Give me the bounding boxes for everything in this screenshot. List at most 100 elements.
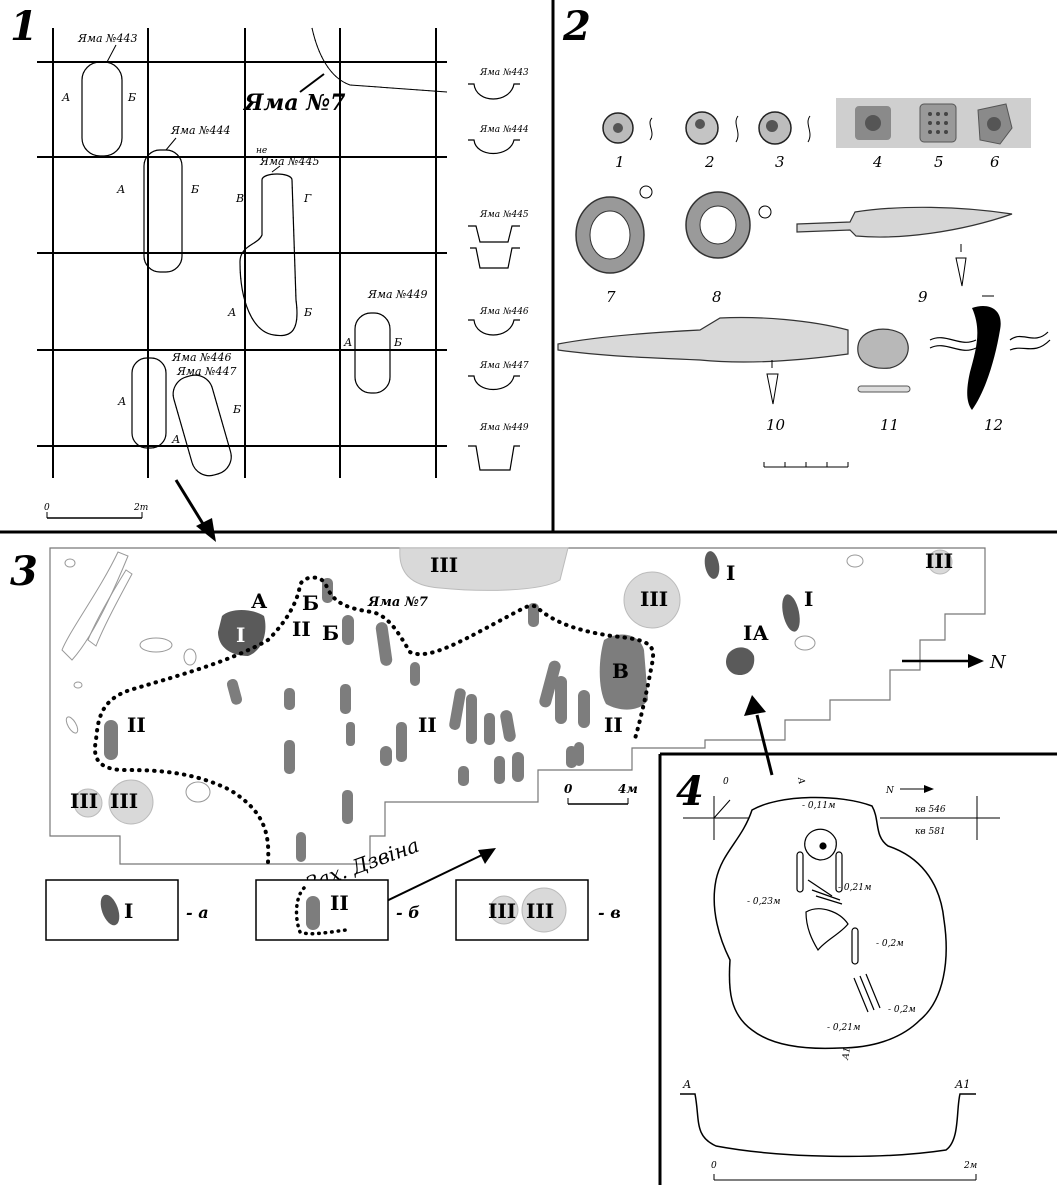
pit-444: Яма №444 не А Б (116, 124, 267, 273)
legend-item-ii: II - б (255, 879, 420, 941)
panel-1-scale-start: 0 (44, 503, 50, 513)
profile-449-label: Яма №449 (479, 423, 529, 433)
panel-4-scale-end: 2м (963, 1161, 977, 1171)
pit-447: Яма №447 Б А (171, 365, 241, 477)
grave-plan: 0 А А1 N кв 546 кв 581 - 0,1 (680, 776, 1000, 1181)
legend-ii-key: - б (396, 903, 420, 922)
site-pit-7-label: Яма №7 (367, 595, 428, 610)
label-b-top: Б (302, 591, 319, 615)
legend: I - а II - б III III - в (45, 879, 621, 941)
arrow-1-to-3 (174, 479, 216, 542)
panel-3-scale-end: 4м (618, 782, 638, 796)
artifact-11: 11 (857, 328, 911, 434)
panel-1-scale: 0 2m (44, 503, 148, 519)
pit-446: Яма №446 А (117, 351, 231, 449)
grave-axis-bottom: А1 (841, 1046, 853, 1061)
artifact-6: 6 (977, 103, 1013, 171)
artifact-10: 10 (557, 316, 849, 434)
grave-zero-label: 0 (723, 777, 729, 787)
pit-445-label: Яма №445 (259, 155, 319, 168)
artifact-3: 3 (758, 111, 811, 171)
pit-444-mark: не (256, 146, 267, 156)
artifact-10-number: 10 (766, 416, 786, 434)
legend-iii-key: - в (598, 903, 621, 922)
panel-4-number: 4 (676, 768, 704, 815)
grave-axis-top: А (795, 776, 806, 786)
panel-2-number: 2 (562, 3, 591, 50)
artifact-9: 9 (796, 206, 1013, 306)
north-label-plan: N (989, 652, 1007, 673)
grave-section: А А1 (680, 1078, 976, 1158)
label-i-dark: I (236, 623, 245, 647)
artifact-9-number: 9 (918, 288, 928, 306)
pit-449-a: А (343, 336, 352, 349)
pit-444-b: Б (190, 183, 199, 196)
legend-item-iii: III III - в (455, 879, 621, 941)
panel-4-scale: 0 2м (711, 1161, 977, 1181)
artifact-8: 8 (685, 191, 772, 306)
section-right-label: А1 (954, 1078, 970, 1091)
pit-446-label: Яма №446 (171, 351, 231, 364)
depth-5: - 0,2м (888, 1005, 916, 1015)
label-b-mid: Б (322, 621, 339, 645)
site-plan: III III III III III А I I I IА Б II Б В … (49, 547, 1007, 909)
label-iii-left1: III (70, 789, 98, 813)
label-iii-right: III (640, 587, 668, 611)
label-i-right: I (804, 587, 813, 611)
north-label-grave: N (885, 786, 895, 796)
label-iii-left2: III (110, 789, 138, 813)
profile-446-label: Яма №446 (479, 307, 529, 317)
label-ii-left: II (127, 713, 146, 737)
legend-item-i: I - а (45, 879, 209, 941)
label-iii-top: III (430, 553, 458, 577)
pit-445-g: Г (303, 192, 312, 205)
panel-3-scale: 0 4м (564, 782, 638, 805)
artifact-5: 5 (919, 103, 957, 171)
label-iii-corner: III (925, 549, 953, 573)
artifact-6-number: 6 (990, 153, 1000, 171)
legend-iii-roman-2: III (526, 899, 554, 923)
square-581: кв 581 (915, 827, 946, 837)
artifact-4-number: 4 (872, 153, 883, 171)
panel-4-scale-start: 0 (711, 1161, 717, 1171)
panel-2-scale (763, 462, 849, 468)
arrow-4-to-3 (744, 695, 774, 776)
north-arrow-grave: N (885, 785, 934, 796)
panel-3-scale-start: 0 (564, 782, 573, 796)
profile-443-label: Яма №443 (479, 68, 529, 78)
artifacts: 1 2 3 4 5 (557, 98, 1051, 468)
pit-443-label: Яма №443 (77, 32, 137, 45)
legend-iii-roman-1: III (488, 899, 516, 923)
artifact-2: 2 (685, 111, 739, 171)
artifact-11-number: 11 (880, 416, 899, 434)
pit-443-a: А (61, 91, 70, 104)
artifact-7: 7 (575, 185, 653, 306)
section-left-label: А (682, 1078, 691, 1091)
pit-445-v: В (235, 192, 244, 205)
pit-447-b: Б (232, 403, 241, 416)
label-ii-center: II (418, 713, 437, 737)
artifact-5-number: 5 (934, 153, 944, 171)
pit-446-a: А (117, 395, 126, 408)
river-flow-arrow (371, 848, 496, 909)
pit-444-a: А (116, 183, 125, 196)
depth-6: - 0,21м (827, 1023, 860, 1033)
depth-2: - 0,21м (838, 883, 871, 893)
pit-449-label: Яма №449 (367, 288, 427, 301)
pit-447-a: А (171, 433, 180, 446)
artifact-1-number: 1 (615, 153, 625, 171)
artifact-1: 1 (602, 112, 653, 171)
square-546: кв 546 (915, 805, 946, 815)
label-ia: IА (743, 621, 769, 645)
pit-7-edge: Яма №7 (242, 27, 448, 116)
artifact-3-number: 3 (775, 153, 785, 171)
panel-1-grid (37, 28, 447, 478)
pit-443-b: Б (127, 91, 136, 104)
pit-7-label: Яма №7 (242, 90, 346, 116)
north-arrow-plan: N (902, 652, 1007, 673)
legend-i-roman: I (124, 899, 133, 923)
depth-4: - 0,2м (876, 939, 904, 949)
pit-445-b: Б (303, 306, 312, 319)
